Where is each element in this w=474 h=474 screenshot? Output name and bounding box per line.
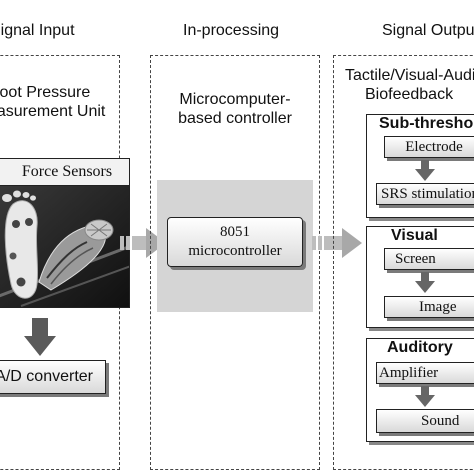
controller-title-line2: based controller — [178, 110, 292, 127]
foot-sensor-photo — [0, 186, 129, 307]
biofeedback-title-line2: Biofeedback — [365, 86, 454, 103]
force-sensors-label: Force Sensors — [0, 159, 129, 186]
sound-box: Sound — [376, 409, 474, 433]
down-arrow-icon — [415, 160, 435, 181]
controller-title: Microcomputer- based controller — [150, 90, 320, 128]
measurement-unit-title: Foot Pressure Measurement Unit — [0, 83, 120, 121]
controller-title-line1: Microcomputer- — [179, 91, 291, 108]
signal-output-header: Signal Output — [382, 22, 474, 39]
amplifier-box: Amplifier — [376, 362, 474, 384]
visual-title: Visual — [391, 227, 438, 244]
right-arrow-icon — [120, 228, 166, 258]
electrode-box: Electrode — [384, 136, 474, 158]
ad-converter-box: A/D converter — [0, 360, 106, 394]
srs-stimulation-box: SRS stimulation — [376, 183, 474, 205]
auditory-title: Auditory — [387, 339, 453, 356]
subthreshold-title: Sub-threshold — [379, 115, 474, 132]
biofeedback-title: Tactile/Visual-Auditory Biofeedback — [343, 66, 474, 104]
down-arrow-icon — [415, 272, 435, 293]
signal-input-header: Signal Input — [0, 22, 75, 39]
microcontroller-box: 8051 microcontroller — [167, 217, 303, 267]
screen-box: Screen — [384, 248, 474, 270]
measurement-unit-title-line2: Measurement Unit — [0, 103, 106, 120]
down-arrow-icon — [415, 386, 435, 407]
right-arrow-icon — [312, 228, 362, 258]
force-sensors-panel: Force Sensors — [0, 158, 130, 308]
in-processing-header: In-processing — [183, 22, 280, 39]
foot-insole-icon — [2, 190, 39, 299]
measurement-unit-title-line1: Foot Pressure — [0, 84, 91, 101]
shoe-sole-icon — [38, 219, 114, 291]
microcontroller-label-line2: microcontroller — [188, 243, 282, 259]
down-arrow-icon — [24, 318, 56, 356]
microcontroller-label-line1: 8051 — [220, 224, 250, 240]
in-processing-group — [150, 55, 320, 470]
image-box: Image — [384, 296, 474, 318]
biofeedback-title-line1: Tactile/Visual-Auditory — [345, 67, 474, 84]
signal-output-group — [333, 55, 474, 470]
